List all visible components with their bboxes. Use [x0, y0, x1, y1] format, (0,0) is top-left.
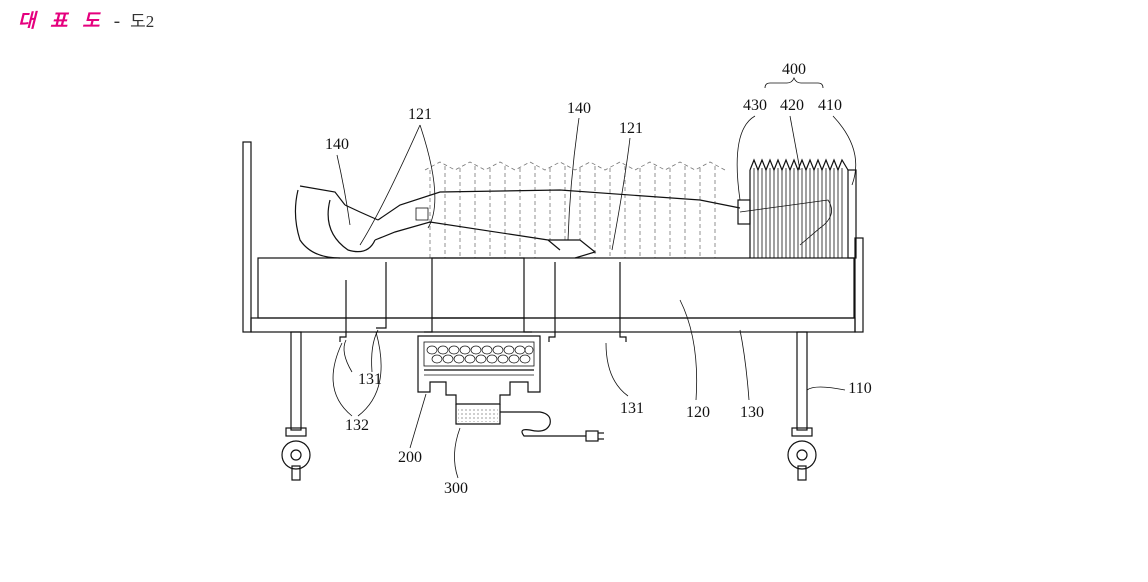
label-300: 300: [444, 480, 468, 497]
bed-frame: [251, 318, 855, 332]
label-131-right: 131: [620, 400, 644, 417]
label-410: 410: [818, 97, 842, 114]
stone-heater-200: [418, 336, 540, 404]
dashed-canopy: [425, 162, 725, 258]
label-420: 420: [780, 97, 804, 114]
bed-leg-left: [282, 332, 310, 480]
label-140-right: 140: [567, 100, 591, 117]
screen-unit: [738, 160, 856, 258]
bed-leg-right: [788, 332, 816, 480]
label-400: 400: [782, 61, 806, 78]
label-140-left: 140: [325, 136, 349, 153]
patient-figure: [295, 186, 831, 258]
label-132: 132: [345, 417, 369, 434]
label-121-right: 121: [619, 120, 643, 137]
leader-lines: [333, 78, 856, 478]
label-130: 130: [740, 404, 764, 421]
label-110: 110: [848, 380, 871, 397]
bed-headboard: [243, 142, 251, 332]
label-120: 120: [686, 404, 710, 421]
mattress-clips: [340, 318, 626, 342]
label-121-left: 121: [408, 106, 432, 123]
mattress: [258, 258, 854, 318]
label-430: 430: [743, 97, 767, 114]
label-131-left: 131: [358, 371, 382, 388]
label-200: 200: [398, 449, 422, 466]
water-heater-300: [456, 404, 604, 441]
